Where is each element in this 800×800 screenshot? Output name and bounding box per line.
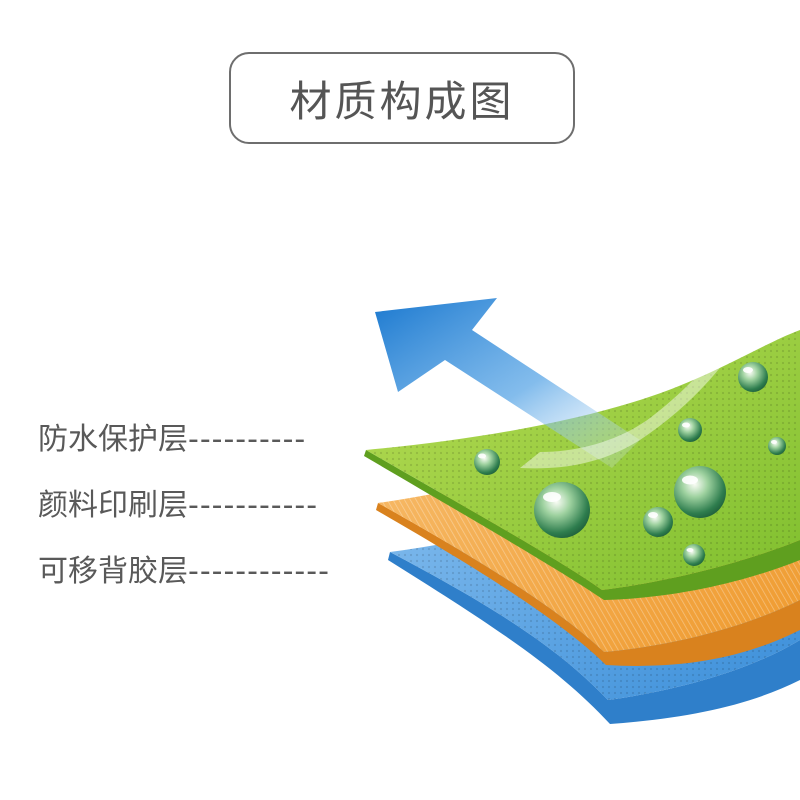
- water-droplet-icon: [683, 544, 705, 566]
- water-droplet-icon: [674, 466, 726, 518]
- water-droplet-icon: [643, 507, 673, 537]
- water-droplet-icon: [768, 437, 786, 455]
- water-droplet-icon: [474, 449, 500, 475]
- water-droplet-icon: [738, 362, 768, 392]
- water-droplet-icon: [534, 482, 590, 538]
- water-droplet-icon: [678, 418, 702, 442]
